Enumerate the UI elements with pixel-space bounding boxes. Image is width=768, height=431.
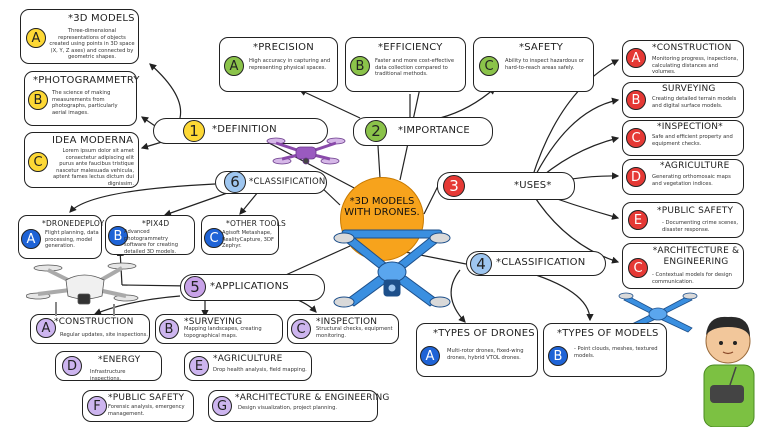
importance-efficiency-letter: B bbox=[350, 56, 370, 76]
importance-precision-text: High accuracy in capturing and represent… bbox=[249, 58, 331, 71]
definition-photogrammetry-letter: B bbox=[28, 90, 48, 110]
importance-precision-title: *PRECISION bbox=[253, 42, 314, 53]
definition-node[interactable] bbox=[153, 118, 328, 144]
applications-public-safety-text: Forensic analysis, emergency management. bbox=[108, 404, 185, 417]
uses-surveying-letter: B bbox=[626, 90, 646, 110]
uses-public-safety-title: *PUBLIC SAFETY bbox=[657, 206, 734, 216]
uses-architecture-title: *ARCHITECTURE & ENGINEERING bbox=[652, 246, 740, 267]
central-topic-title: *3D MODELS WITH DRONES. bbox=[344, 196, 420, 218]
uses-construction-text: Monitoring progress, inspections, calcul… bbox=[652, 56, 739, 76]
uses-number: 3 bbox=[443, 175, 465, 197]
uses-surveying-text: Creating detailed terrain models and dig… bbox=[652, 96, 737, 109]
uses-public-safety-text: - Documenting crime scenes, disaster res… bbox=[662, 220, 738, 233]
uses-construction-letter: A bbox=[626, 48, 646, 68]
definition-photogrammetry-title: *PHOTOGRAMMETRY bbox=[33, 75, 140, 86]
applications-construction-title: *CONSTRUCTION bbox=[54, 317, 134, 327]
applications-architecture-letter: G bbox=[212, 396, 232, 416]
applications-surveying-text: Mapping landscapes, creating topographic… bbox=[184, 326, 262, 339]
classification6-number: 6 bbox=[224, 171, 246, 193]
classification6-dronedeploy-title: *DRONEDEPLOY bbox=[42, 219, 105, 228]
classification6-other-letter: C bbox=[204, 228, 224, 248]
applications-public-safety-letter: F bbox=[87, 396, 107, 416]
uses-architecture-text: - Contextual models for design communica… bbox=[652, 272, 732, 285]
definition-3d-models-letter: A bbox=[26, 28, 46, 48]
definition-idea-text: Lorem ipsum dolor sit amet consectetur a… bbox=[52, 148, 134, 187]
classification6-pix4d-title: *PIX4D bbox=[142, 219, 170, 228]
classification6-pix4d-text: Advanced photogrammetry software for cre… bbox=[124, 229, 179, 255]
uses-inspection-title: *INSPECTION* bbox=[657, 122, 723, 132]
applications-agriculture-card[interactable] bbox=[184, 351, 312, 381]
classification4-models-title: *TYPES OF MODELS bbox=[557, 328, 659, 339]
uses-agriculture-text: Generating orthomosaic maps and vegetati… bbox=[652, 174, 731, 187]
importance-safety-text: Ability to inspect hazardous or hard-to-… bbox=[505, 58, 585, 71]
definition-label: *DEFINITION bbox=[212, 124, 277, 135]
applications-architecture-title: *ARCHITECTURE & ENGINEERING bbox=[235, 393, 390, 403]
uses-agriculture-title: *AGRICULTURE bbox=[660, 161, 730, 171]
importance-safety-letter: C bbox=[479, 56, 499, 76]
applications-energy-title: *ENERGY bbox=[98, 355, 141, 365]
definition-idea-letter: C bbox=[28, 152, 48, 172]
importance-precision-letter: A bbox=[224, 56, 244, 76]
applications-inspection-letter: C bbox=[291, 319, 311, 339]
uses-construction-card[interactable] bbox=[622, 40, 744, 77]
classification4-drones-text: Multi-rotor drones, fixed-wing drones, h… bbox=[447, 348, 524, 361]
importance-efficiency-text: Faster and more cost-effective data coll… bbox=[375, 58, 455, 78]
classification6-dronedeploy-text: Flight planning, data processing, model … bbox=[45, 230, 99, 250]
applications-agriculture-text: Drop health analysis, field mapping. bbox=[213, 367, 307, 373]
applications-architecture-card[interactable] bbox=[208, 390, 378, 422]
definition-3d-models-title: *3D MODELS bbox=[68, 13, 135, 24]
uses-architecture-letter: C bbox=[628, 258, 648, 278]
applications-inspection-text: Structural checks, equipment monitoring. bbox=[316, 326, 393, 339]
person-with-controller-icon bbox=[703, 316, 755, 427]
uses-agriculture-letter: D bbox=[626, 167, 646, 187]
uses-inspection-letter: C bbox=[626, 128, 646, 148]
uses-surveying-title: SURVEYING bbox=[662, 84, 716, 94]
importance-efficiency-title: *EFFICIENCY bbox=[378, 42, 443, 53]
applications-surveying-title: *SURVEYING bbox=[184, 317, 243, 327]
classification4-drones-letter: A bbox=[420, 346, 440, 366]
uses-construction-title: *CONSTRUCTION bbox=[652, 43, 732, 53]
blue-drone-icon bbox=[333, 229, 451, 308]
classification4-number: 4 bbox=[470, 253, 492, 275]
classification6-other-text: Agisoft Metashape, RealityCapture, 3DF Z… bbox=[222, 230, 274, 250]
classification4-models-card[interactable] bbox=[543, 323, 667, 377]
applications-label: *APPLICATIONS bbox=[210, 281, 289, 292]
applications-architecture-text: Design visualization, project planning. bbox=[238, 405, 338, 411]
importance-safety-title: *SAFETY bbox=[519, 42, 564, 53]
applications-inspection-title: *INSPECTION bbox=[316, 317, 378, 327]
applications-agriculture-letter: E bbox=[189, 356, 209, 376]
applications-public-safety-title: *PUBLIC SAFETY bbox=[108, 393, 185, 403]
purple-drone-icon bbox=[266, 137, 346, 165]
uses-surveying-card[interactable] bbox=[622, 82, 744, 118]
uses-public-safety-letter: E bbox=[628, 210, 648, 230]
definition-3d-models-text: Three-dimensional representations of obj… bbox=[49, 28, 135, 61]
classification4-models-letter: B bbox=[548, 346, 568, 366]
classification6-other-title: *OTHER TOOLS bbox=[226, 219, 286, 228]
classification4-models-text: - Point clouds, meshes, textured models. bbox=[574, 346, 658, 359]
importance-number: 2 bbox=[365, 120, 387, 142]
classification6-label: *CLASSIFICATION bbox=[249, 177, 326, 187]
applications-agriculture-title: *AGRICULTURE bbox=[213, 354, 283, 364]
uses-inspection-text: Safe and efficient property and equipmen… bbox=[652, 134, 733, 147]
applications-energy-text: Infrastructure inspections. bbox=[90, 369, 126, 382]
classification6-pix4d-letter: B bbox=[108, 226, 128, 246]
uses-label: *USES* bbox=[514, 180, 552, 191]
definition-number: 1 bbox=[183, 120, 205, 142]
definition-idea-title: IDEA MODERNA bbox=[52, 135, 134, 146]
classification4-label: *CLASSIFICATION bbox=[496, 257, 586, 268]
definition-photogrammetry-text: The science of making measurements from … bbox=[52, 90, 118, 116]
white-drone-icon bbox=[26, 262, 139, 316]
applications-surveying-letter: B bbox=[159, 319, 179, 339]
importance-label: *IMPORTANCE bbox=[398, 125, 470, 136]
applications-energy-letter: D bbox=[62, 356, 82, 376]
classification6-dronedeploy-letter: A bbox=[21, 229, 41, 249]
classification4-drones-title: *TYPES OF DRONES bbox=[433, 328, 535, 339]
applications-construction-text: Regular updates, site inspections. bbox=[60, 332, 148, 338]
applications-construction-letter: A bbox=[36, 318, 56, 338]
applications-number: 5 bbox=[184, 276, 206, 298]
